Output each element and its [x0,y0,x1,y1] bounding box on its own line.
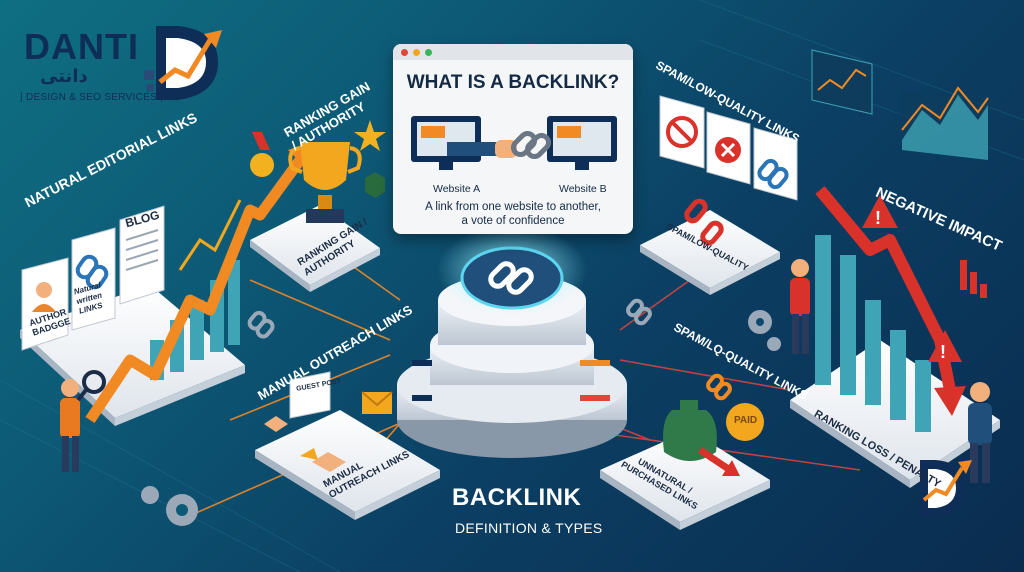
description-line-2: a vote of confidence [461,215,565,227]
chain-icon-gray-right [626,298,652,326]
gear-icon [141,486,198,526]
decline-bars [815,235,931,432]
medal-icon [250,132,274,177]
window-titlebar [393,44,633,60]
gear-icon-right [748,310,781,351]
website-b-label: Website B [559,183,607,195]
manual-outreach-tile [255,410,440,512]
badge-shield-icon [365,172,385,198]
unnatural-tile [600,430,770,522]
websites-linking-illustration [411,116,617,170]
chain-icon-spam [757,158,789,190]
svg-text:!: ! [940,342,946,362]
handshake-icon-small [264,416,288,432]
person-thinking [968,382,992,483]
description-line-1: A link from one website to another, [425,201,601,213]
red-arrow-small [698,447,732,473]
warning-icon: ! ! [862,195,962,362]
chain-icon-small [75,254,109,290]
author-avatar [36,282,52,298]
chain-icon-orange [706,373,732,401]
logo-mark-small [920,460,972,517]
broken-chain-icon [684,198,724,246]
rising-arrow [85,156,305,424]
window-minimize-dot [413,49,420,56]
mini-chart-top-right [811,49,990,160]
infographic-title: BACKLINK [452,484,582,511]
brand-name-farsi: دانتی [40,66,88,86]
backlink-definition-card: WHAT IS A BACKLINK? Website A Website B … [393,44,633,234]
link-disc-chain-icon [488,261,534,295]
server-stack [397,274,627,458]
window-close-dot [401,49,408,56]
spam-tile [640,210,780,288]
person-confused [790,259,810,354]
mini-bar-chart-right [960,260,987,298]
infographic-subtitle: DEFINITION & TYPES [455,520,603,536]
guest-post-card [289,371,331,419]
envelope-icon [361,391,393,414]
chain-icon-gray [247,310,275,339]
window-maximize-dot [425,49,432,56]
logo-mark [144,26,222,100]
trophy-icon [288,142,362,223]
svg-text:!: ! [875,208,881,228]
brand-name: DANTI [24,26,139,67]
brand-tagline: | DESIGN & SEO SERVICES | [20,92,164,103]
paid-coin [726,403,764,441]
paid-label: PAID [734,415,758,426]
card-description: A link from one website to another, a vo… [393,200,633,228]
mini-growth-line [178,199,242,271]
star-icon [354,120,386,151]
person-magnifier [60,370,106,472]
ranking-gain-tile [250,205,380,285]
handshake-icon [300,448,346,472]
spam-cards [659,95,798,201]
website-a-label: Website A [433,183,481,195]
card-title: WHAT IS A BACKLINK? [406,72,620,93]
content-cards [21,205,165,351]
